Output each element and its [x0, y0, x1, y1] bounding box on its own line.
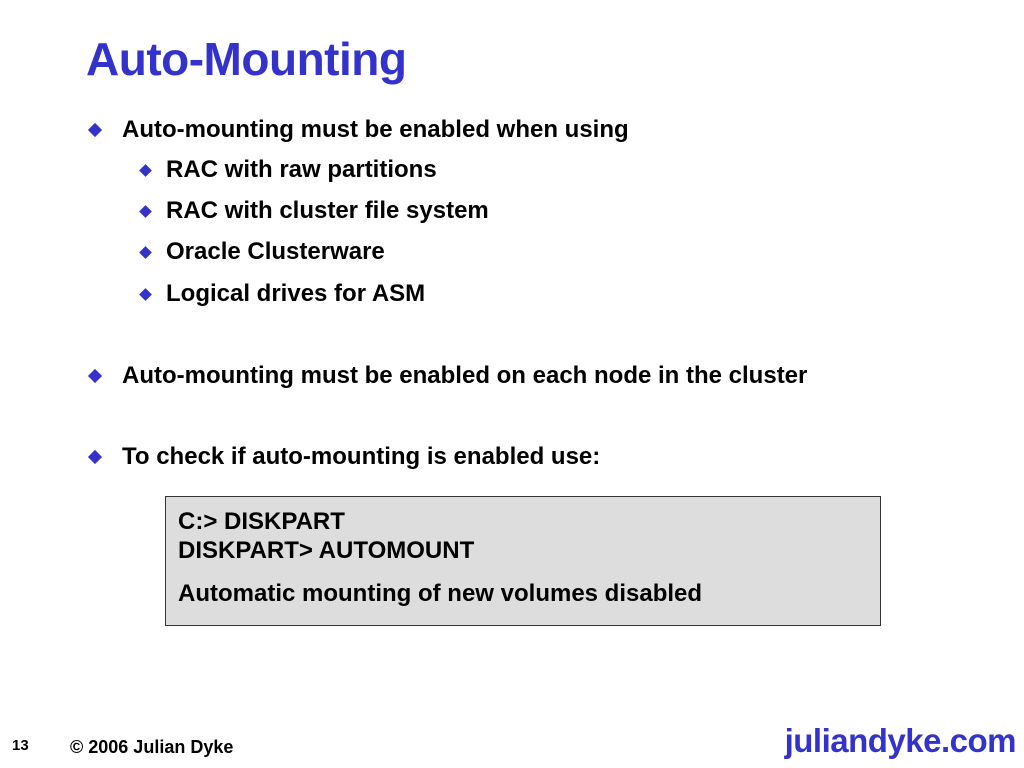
- diamond-bullet-icon: [139, 245, 152, 259]
- bullet-item: To check if auto-mounting is enabled use…: [87, 443, 601, 470]
- bullet-text: Auto-mounting must be enabled when using: [122, 116, 629, 143]
- brand-logo: juliandyke.com: [784, 722, 1017, 759]
- code-line: C:> DISKPART: [178, 508, 345, 535]
- code-box: C:> DISKPART DISKPART> AUTOMOUNT Automat…: [165, 496, 881, 626]
- diamond-bullet-icon: [87, 449, 103, 465]
- bullet-text: To check if auto-mounting is enabled use…: [122, 443, 601, 470]
- bullet-item: Auto-mounting must be enabled when using: [87, 116, 629, 143]
- diamond-bullet-icon: [139, 287, 152, 301]
- slide-title: Auto-Mounting: [86, 33, 407, 85]
- diamond-bullet-icon: [87, 122, 103, 138]
- sub-bullet-text: Oracle Clusterware: [166, 238, 385, 265]
- sub-bullet-item: RAC with cluster file system: [139, 197, 489, 224]
- page-number: 13: [12, 737, 29, 754]
- bullet-item: Auto-mounting must be enabled on each no…: [87, 362, 808, 389]
- sub-bullet-item: RAC with raw partitions: [139, 156, 437, 183]
- code-line: DISKPART> AUTOMOUNT: [178, 537, 475, 564]
- diamond-bullet-icon: [87, 368, 103, 384]
- diamond-bullet-icon: [139, 204, 152, 218]
- sub-bullet-item: Oracle Clusterware: [139, 238, 385, 265]
- sub-bullet-text: RAC with cluster file system: [166, 197, 489, 224]
- sub-bullet-text: RAC with raw partitions: [166, 156, 437, 183]
- sub-bullet-item: Logical drives for ASM: [139, 280, 426, 307]
- diamond-bullet-icon: [139, 163, 152, 177]
- code-output: Automatic mounting of new volumes disabl…: [178, 580, 703, 607]
- bullet-text: Auto-mounting must be enabled on each no…: [122, 362, 808, 389]
- copyright: © 2006 Julian Dyke: [70, 737, 234, 757]
- sub-bullet-text: Logical drives for ASM: [166, 280, 426, 307]
